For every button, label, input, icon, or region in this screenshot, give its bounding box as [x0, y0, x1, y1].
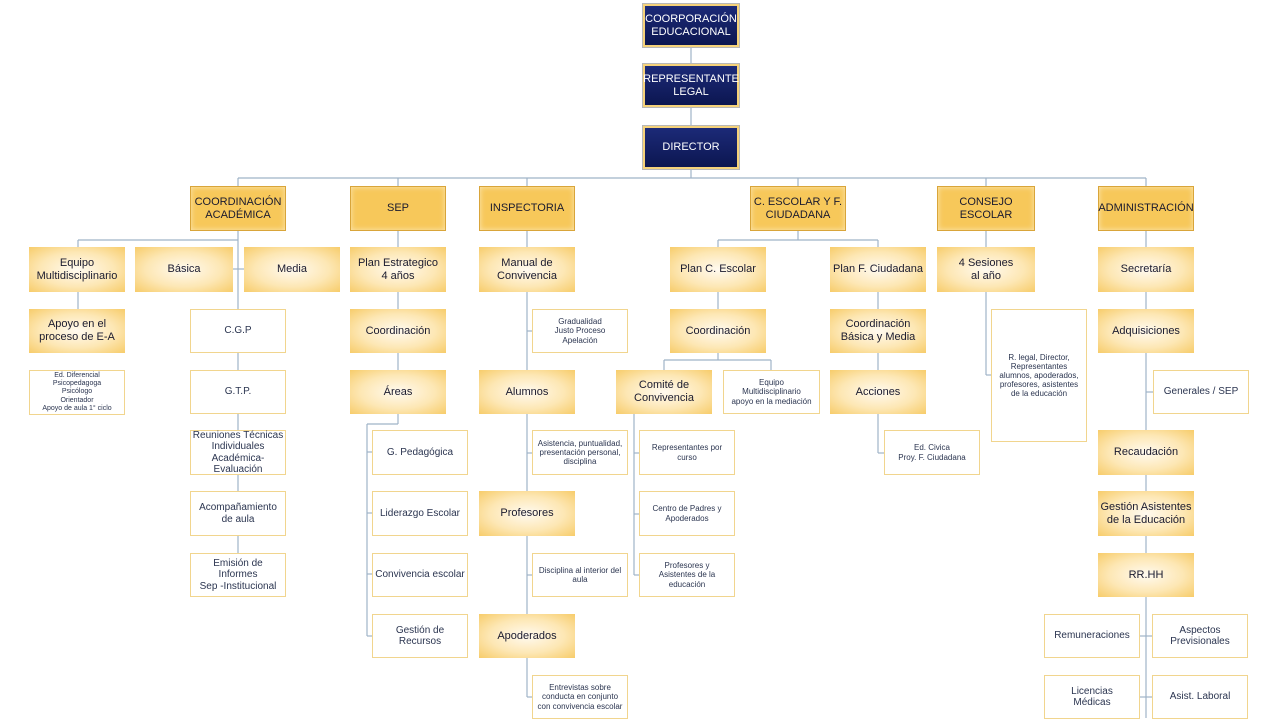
node-consejo-escolar: CONSEJO ESCOLAR [937, 186, 1035, 231]
node-comite-convivencia: Comité de Convivencia [616, 370, 712, 414]
node-apoyo-list: Ed. Diferencial Psicopedagoga Psicólogo … [29, 370, 125, 415]
node-inspectoria: INSPECTORIA [479, 186, 575, 231]
node-c-escolar-f-ciudadana: C. ESCOLAR Y F. CIUDADANA [750, 186, 846, 231]
node-equipo-multidisciplinario: Equipo Multidisciplinario [29, 247, 125, 292]
node-consejo-members: R. legal, Director, Representantes alumn… [991, 309, 1087, 442]
node-ed-civica: Ed. Civica Proy. F. Ciudadana [884, 430, 980, 475]
node-gestion-recursos: Gestión de Recursos [372, 614, 468, 658]
node-plan-estrategico: Plan Estrategico 4 años [350, 247, 446, 292]
node-g-pedagogica: G. Pedagógica [372, 430, 468, 475]
node-secretaria: Secretaría [1098, 247, 1194, 292]
node-liderazgo-escolar: Liderazgo Escolar [372, 491, 468, 536]
node-remuneraciones: Remuneraciones [1044, 614, 1140, 658]
node-coordinacion-basica-media: Coordinación Básica y Media [830, 309, 926, 353]
node-adquisiciones: Adquisiciones [1098, 309, 1194, 353]
node-acompanamiento-aula: Acompañamiento de aula [190, 491, 286, 536]
node-representantes-curso: Representantes por curso [639, 430, 735, 475]
node-asist-laboral: Asist. Laboral [1152, 675, 1248, 719]
node-plan-f-ciudadana: Plan F. Ciudadana [830, 247, 926, 292]
node-gtp: G.T.P. [190, 370, 286, 414]
node-convivencia-escolar: Convivencia escolar [372, 553, 468, 597]
node-administracion: ADMINISTRACIÓN [1098, 186, 1194, 231]
node-plan-c-escolar: Plan C. Escolar [670, 247, 766, 292]
node-aspectos-previsionales: Aspectos Previsionales [1152, 614, 1248, 658]
node-apoyo-proceso-ea: Apoyo en el proceso de E-A [29, 309, 125, 353]
node-coordinacion-academica: COORDINACIÓN ACADÉMICA [190, 186, 286, 231]
node-acciones: Acciones [830, 370, 926, 414]
node-coorporacion-educacional: COORPORACIÓN EDUCACIONAL [643, 4, 739, 47]
node-licencias-medicas: Licencias Médicas [1044, 675, 1140, 719]
node-sep-coordinacion: Coordinación [350, 309, 446, 353]
node-gestion-asistentes: Gestión Asistentes de la Educación [1098, 491, 1194, 536]
node-alumnos: Alumnos [479, 370, 575, 414]
node-sep: SEP [350, 186, 446, 231]
node-ce-coordinacion: Coordinación [670, 309, 766, 353]
node-gradualidad: Gradualidad Justo Proceso Apelación [532, 309, 628, 353]
node-entrevistas: Entrevistas sobre conducta en conjunto c… [532, 675, 628, 719]
node-recaudacion: Recaudación [1098, 430, 1194, 475]
node-manual-convivencia: Manual de Convivencia [479, 247, 575, 292]
node-cgp: C.G.P [190, 309, 286, 353]
node-basica: Básica [135, 247, 233, 292]
node-emision-informes: Emisión de Informes Sep -Institucional [190, 553, 286, 597]
node-profesores-asistentes: Profesores y Asistentes de la educación [639, 553, 735, 597]
node-profesores: Profesores [479, 491, 575, 536]
node-reuniones-tecnicas: Reuniones Técnicas Individuales Académic… [190, 430, 286, 475]
node-disciplina-aula: Disciplina al interior del aula [532, 553, 628, 597]
node-areas: Áreas [350, 370, 446, 414]
node-representante-legal: REPRESENTANTE LEGAL [643, 64, 739, 107]
node-centro-padres: Centro de Padres y Apoderados [639, 491, 735, 536]
node-media: Media [244, 247, 340, 292]
node-rrhh: RR.HH [1098, 553, 1194, 597]
node-director: DIRECTOR [643, 126, 739, 169]
node-apoderados: Apoderados [479, 614, 575, 658]
node-4-sesiones: 4 Sesiones al año [937, 247, 1035, 292]
node-asistencia: Asistencia, puntualidad, presentación pe… [532, 430, 628, 475]
node-generales-sep: Generales / SEP [1153, 370, 1249, 414]
node-equipo-mediacion: Equipo Multidisciplinario apoyo en la me… [723, 370, 820, 414]
